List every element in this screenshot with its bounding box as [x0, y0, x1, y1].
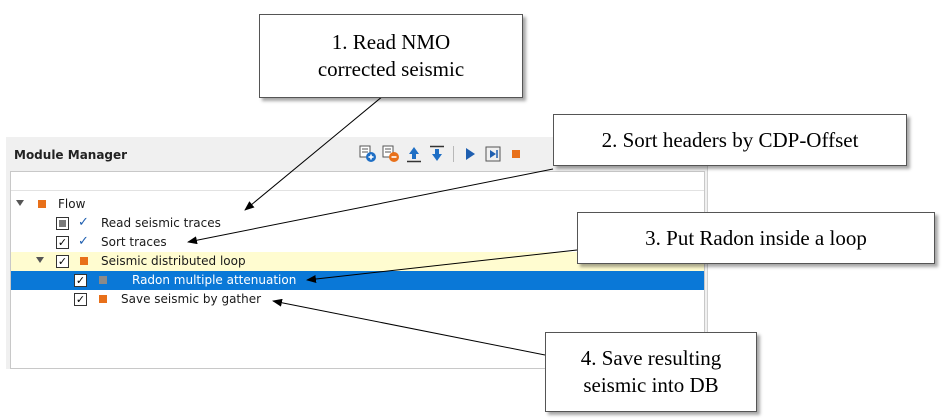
status-orange-square-icon — [99, 295, 107, 303]
tree-row-label: Flow — [58, 197, 86, 211]
callout-sort-headers: 2. Sort headers by CDP-Offset — [553, 114, 907, 166]
move-down-icon[interactable] — [427, 144, 447, 164]
status-orange-square-icon — [38, 200, 46, 208]
tree-row-read-seismic-traces[interactable]: ✓ Read seismic traces — [11, 214, 704, 233]
expand-arrow-icon[interactable] — [36, 257, 44, 263]
callout-line: 3. Put Radon inside a loop — [645, 225, 867, 250]
tree-row-save-seismic-by-gather[interactable]: ✓ Save seismic by gather — [11, 290, 704, 309]
module-tree: Flow ✓ Read seismic traces ✓ ✓ Sort trac… — [10, 171, 705, 369]
arrow-4 — [272, 298, 546, 356]
tree-header — [11, 172, 704, 191]
arrow-2 — [187, 168, 554, 245]
callout-line: 2. Sort headers by CDP-Offset — [601, 127, 859, 152]
tree-row-flow[interactable]: Flow — [11, 195, 704, 214]
remove-module-icon[interactable] — [381, 144, 401, 164]
toolbar — [358, 143, 526, 165]
callout-save-db: 4. Save resulting seismic into DB — [545, 332, 757, 412]
checkbox[interactable]: ✓ — [56, 236, 69, 249]
callout-read-nmo: 1. Read NMO corrected seismic — [259, 14, 523, 98]
checkbox[interactable]: ✓ — [74, 293, 87, 306]
tree-row-label: Save seismic by gather — [121, 292, 262, 306]
expand-arrow-icon[interactable] — [16, 200, 24, 206]
tree-row-seismic-distributed-loop[interactable]: ✓ Seismic distributed loop — [11, 252, 704, 271]
checkbox[interactable]: ✓ — [74, 274, 87, 287]
blue-tick-icon: ✓ — [78, 215, 89, 230]
blue-tick-icon: ✓ — [78, 234, 89, 249]
add-module-icon[interactable] — [358, 144, 378, 164]
move-up-icon[interactable] — [404, 144, 424, 164]
arrow-3 — [306, 249, 578, 283]
run-icon[interactable] — [460, 144, 480, 164]
partial-checkbox[interactable] — [56, 217, 69, 230]
tree-row-label: Read seismic traces — [101, 216, 221, 230]
tree-row-sort-traces[interactable]: ✓ ✓ Sort traces — [11, 233, 704, 252]
arrow-1 — [244, 95, 384, 211]
status-orange-square-icon — [80, 257, 88, 265]
callout-line: corrected seismic — [317, 57, 465, 81]
run-step-icon[interactable] — [483, 144, 503, 164]
tree-row-label: Sort traces — [101, 235, 167, 249]
tree-row-label: Seismic distributed loop — [101, 254, 246, 268]
status-gray-square-icon — [99, 276, 107, 284]
callout-line: 4. Save resulting — [580, 346, 722, 370]
tree-row-radon-multiple-attenuation[interactable]: ✓ Radon multiple attenuation — [11, 271, 704, 290]
panel-title: Module Manager — [14, 148, 128, 162]
callout-line: seismic into DB — [583, 373, 719, 397]
toolbar-separator — [453, 146, 454, 162]
checkbox[interactable]: ✓ — [56, 255, 69, 268]
callout-radon-loop: 3. Put Radon inside a loop — [577, 212, 935, 264]
stop-icon[interactable] — [506, 144, 526, 164]
tree-row-label: Radon multiple attenuation — [132, 273, 297, 287]
callout-line: 1. Read NMO — [331, 30, 451, 54]
